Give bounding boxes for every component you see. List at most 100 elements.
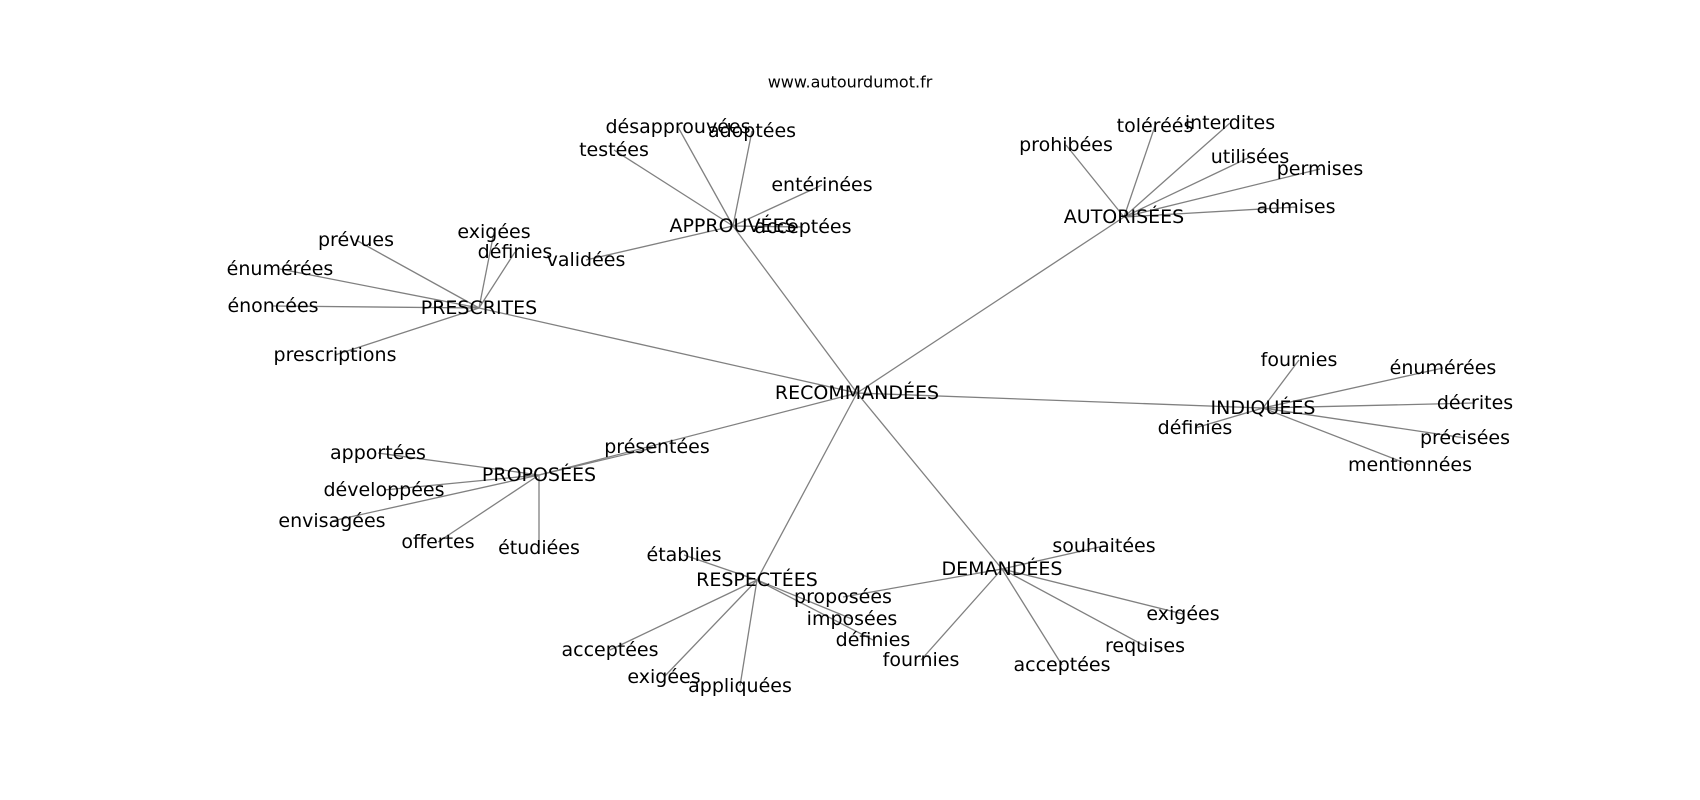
edge-hub-to-leaf — [1262, 359, 1300, 409]
edge-hub-to-leaf — [1001, 568, 1063, 666]
edge-center-to-hub — [538, 392, 858, 476]
leaf-node-label: énoncées — [227, 295, 318, 317]
leaf-node-label: entérinées — [771, 174, 872, 196]
leaf-node-label: adoptées — [708, 120, 796, 142]
edge-hub-to-leaf — [383, 474, 540, 491]
leaf-node-label: offertes — [401, 531, 474, 553]
edge-hub-to-leaf — [683, 554, 758, 581]
leaf-node-label: envisagées — [278, 510, 385, 532]
edge-hub-to-leaf — [1123, 122, 1231, 218]
edge-hub-to-leaf — [609, 579, 758, 651]
leaf-node-label: exigées — [627, 666, 700, 688]
edge-hub-to-leaf — [756, 579, 874, 641]
edge-hub-to-leaf — [355, 239, 480, 309]
edge-hub-to-leaf — [920, 568, 1003, 661]
edge-hub-to-leaf — [1001, 545, 1105, 570]
edge-hub-to-leaf — [478, 251, 516, 309]
edge-hub-to-leaf — [739, 579, 758, 687]
edge-hub-to-leaf — [677, 126, 734, 227]
leaf-node-label: désapprouvées — [606, 116, 751, 138]
leaf-node-label: décrites — [1437, 392, 1513, 414]
edge-hub-to-leaf — [279, 268, 480, 309]
edge-hub-to-leaf — [1065, 144, 1125, 218]
edge-hub-to-leaf — [1123, 125, 1156, 218]
leaf-node-label: définies — [836, 629, 911, 651]
center-node-label: RECOMMANDÉES — [775, 381, 939, 404]
edge-hub-to-leaf — [1262, 402, 1476, 409]
edge-center-to-hub — [856, 392, 1264, 409]
hub-node-label: DEMANDÉES — [942, 557, 1063, 580]
edge-hub-to-leaf — [1001, 568, 1146, 647]
hub-node-label: PRESCRITES — [421, 297, 537, 319]
hub-node-label: INDIQUÉES — [1211, 396, 1316, 419]
edge-hub-to-leaf — [1123, 168, 1321, 218]
edge-hub-to-leaf — [1262, 407, 1466, 439]
edge-center-to-hub — [856, 216, 1125, 394]
leaf-node-label: mentionnées — [1348, 454, 1472, 476]
edge-hub-to-leaf — [1194, 407, 1264, 429]
leaf-node-label: établies — [647, 544, 722, 566]
leaf-node-label: fournies — [1261, 349, 1338, 371]
leaf-node-label: prescriptions — [274, 344, 397, 366]
edge-hub-to-leaf — [663, 579, 758, 678]
leaf-node-label: toléréés — [1117, 115, 1194, 137]
leaf-node-label: énumérées — [227, 258, 334, 280]
edge-hub-to-leaf — [732, 225, 804, 228]
edge-hub-to-leaf — [613, 149, 734, 227]
leaf-node-label: apportées — [330, 442, 426, 464]
edge-hub-to-leaf — [377, 452, 540, 476]
edge-center-to-hub — [478, 307, 858, 394]
leaf-node-label: acceptées — [561, 639, 658, 661]
leaf-node-label: admises — [1257, 196, 1336, 218]
edge-hub-to-leaf — [756, 579, 853, 620]
hub-node-label: RESPECTÉES — [696, 568, 818, 591]
leaf-node-label: requises — [1105, 635, 1185, 657]
leaf-node-label: présentées — [604, 436, 710, 458]
edge-center-to-hub — [732, 225, 858, 394]
edge-hub-to-leaf — [538, 446, 658, 476]
edge-hub-to-leaf — [732, 184, 823, 227]
edge-hub-to-leaf — [732, 130, 753, 227]
leaf-node-label: définies — [1158, 417, 1233, 439]
edge-hub-to-leaf — [1123, 156, 1251, 218]
site-title: www.autourdumot.fr — [768, 73, 933, 92]
graph-labels: RECOMMANDÉES testéesdésapprouvéesadoptées… — [227, 112, 1513, 697]
leaf-node-label: utilisées — [1211, 146, 1290, 168]
edge-hub-to-leaf — [1262, 367, 1444, 409]
leaf-node-label: énumérées — [1390, 357, 1497, 379]
leaf-node-label: précisées — [1420, 427, 1510, 449]
graph-edges — [272, 122, 1476, 687]
leaf-node-label: validées — [547, 249, 626, 271]
leaf-node-label: acceptées — [754, 216, 851, 238]
edge-hub-to-leaf — [334, 307, 480, 356]
leaf-node-label: définies — [478, 241, 553, 263]
edge-hub-to-leaf — [478, 231, 495, 309]
hub-node-label: APPROUVÉES — [669, 214, 796, 237]
edge-hub-to-leaf — [331, 474, 540, 522]
hub-node-label: PROPOSÉES — [482, 463, 596, 486]
leaf-node-label: testées — [579, 139, 649, 161]
leaf-node-label: souhaitées — [1052, 535, 1155, 557]
edge-hub-to-leaf — [1001, 568, 1184, 615]
leaf-node-label: fournies — [883, 649, 960, 671]
edge-hub-to-leaf — [1123, 206, 1297, 218]
leaf-node-label: appliquées — [688, 675, 792, 697]
leaf-node-label: acceptées — [1013, 654, 1110, 676]
leaf-node-label: permises — [1277, 158, 1364, 180]
hub-node-label: AUTORISÉES — [1064, 205, 1184, 228]
leaf-node-label: exigées — [457, 221, 530, 243]
leaf-node-label: prohibées — [1019, 134, 1113, 156]
leaf-node-label: interdites — [1185, 112, 1275, 134]
edge-center-to-hub — [856, 392, 1003, 570]
edge-center-to-hub — [756, 392, 858, 581]
leaf-node-label: prévues — [318, 229, 394, 251]
leaf-node-label: imposées — [807, 608, 898, 630]
edge-hub-to-leaf — [437, 474, 540, 543]
edge-hub-to-leaf — [272, 305, 480, 309]
edge-hub-to-leaf — [1262, 407, 1411, 466]
leaf-node-label: étudiées — [498, 537, 580, 559]
leaf-node-label: proposées — [794, 586, 892, 608]
leaf-node-label: exigées — [1146, 603, 1219, 625]
leaf-node-label: développées — [324, 479, 445, 501]
